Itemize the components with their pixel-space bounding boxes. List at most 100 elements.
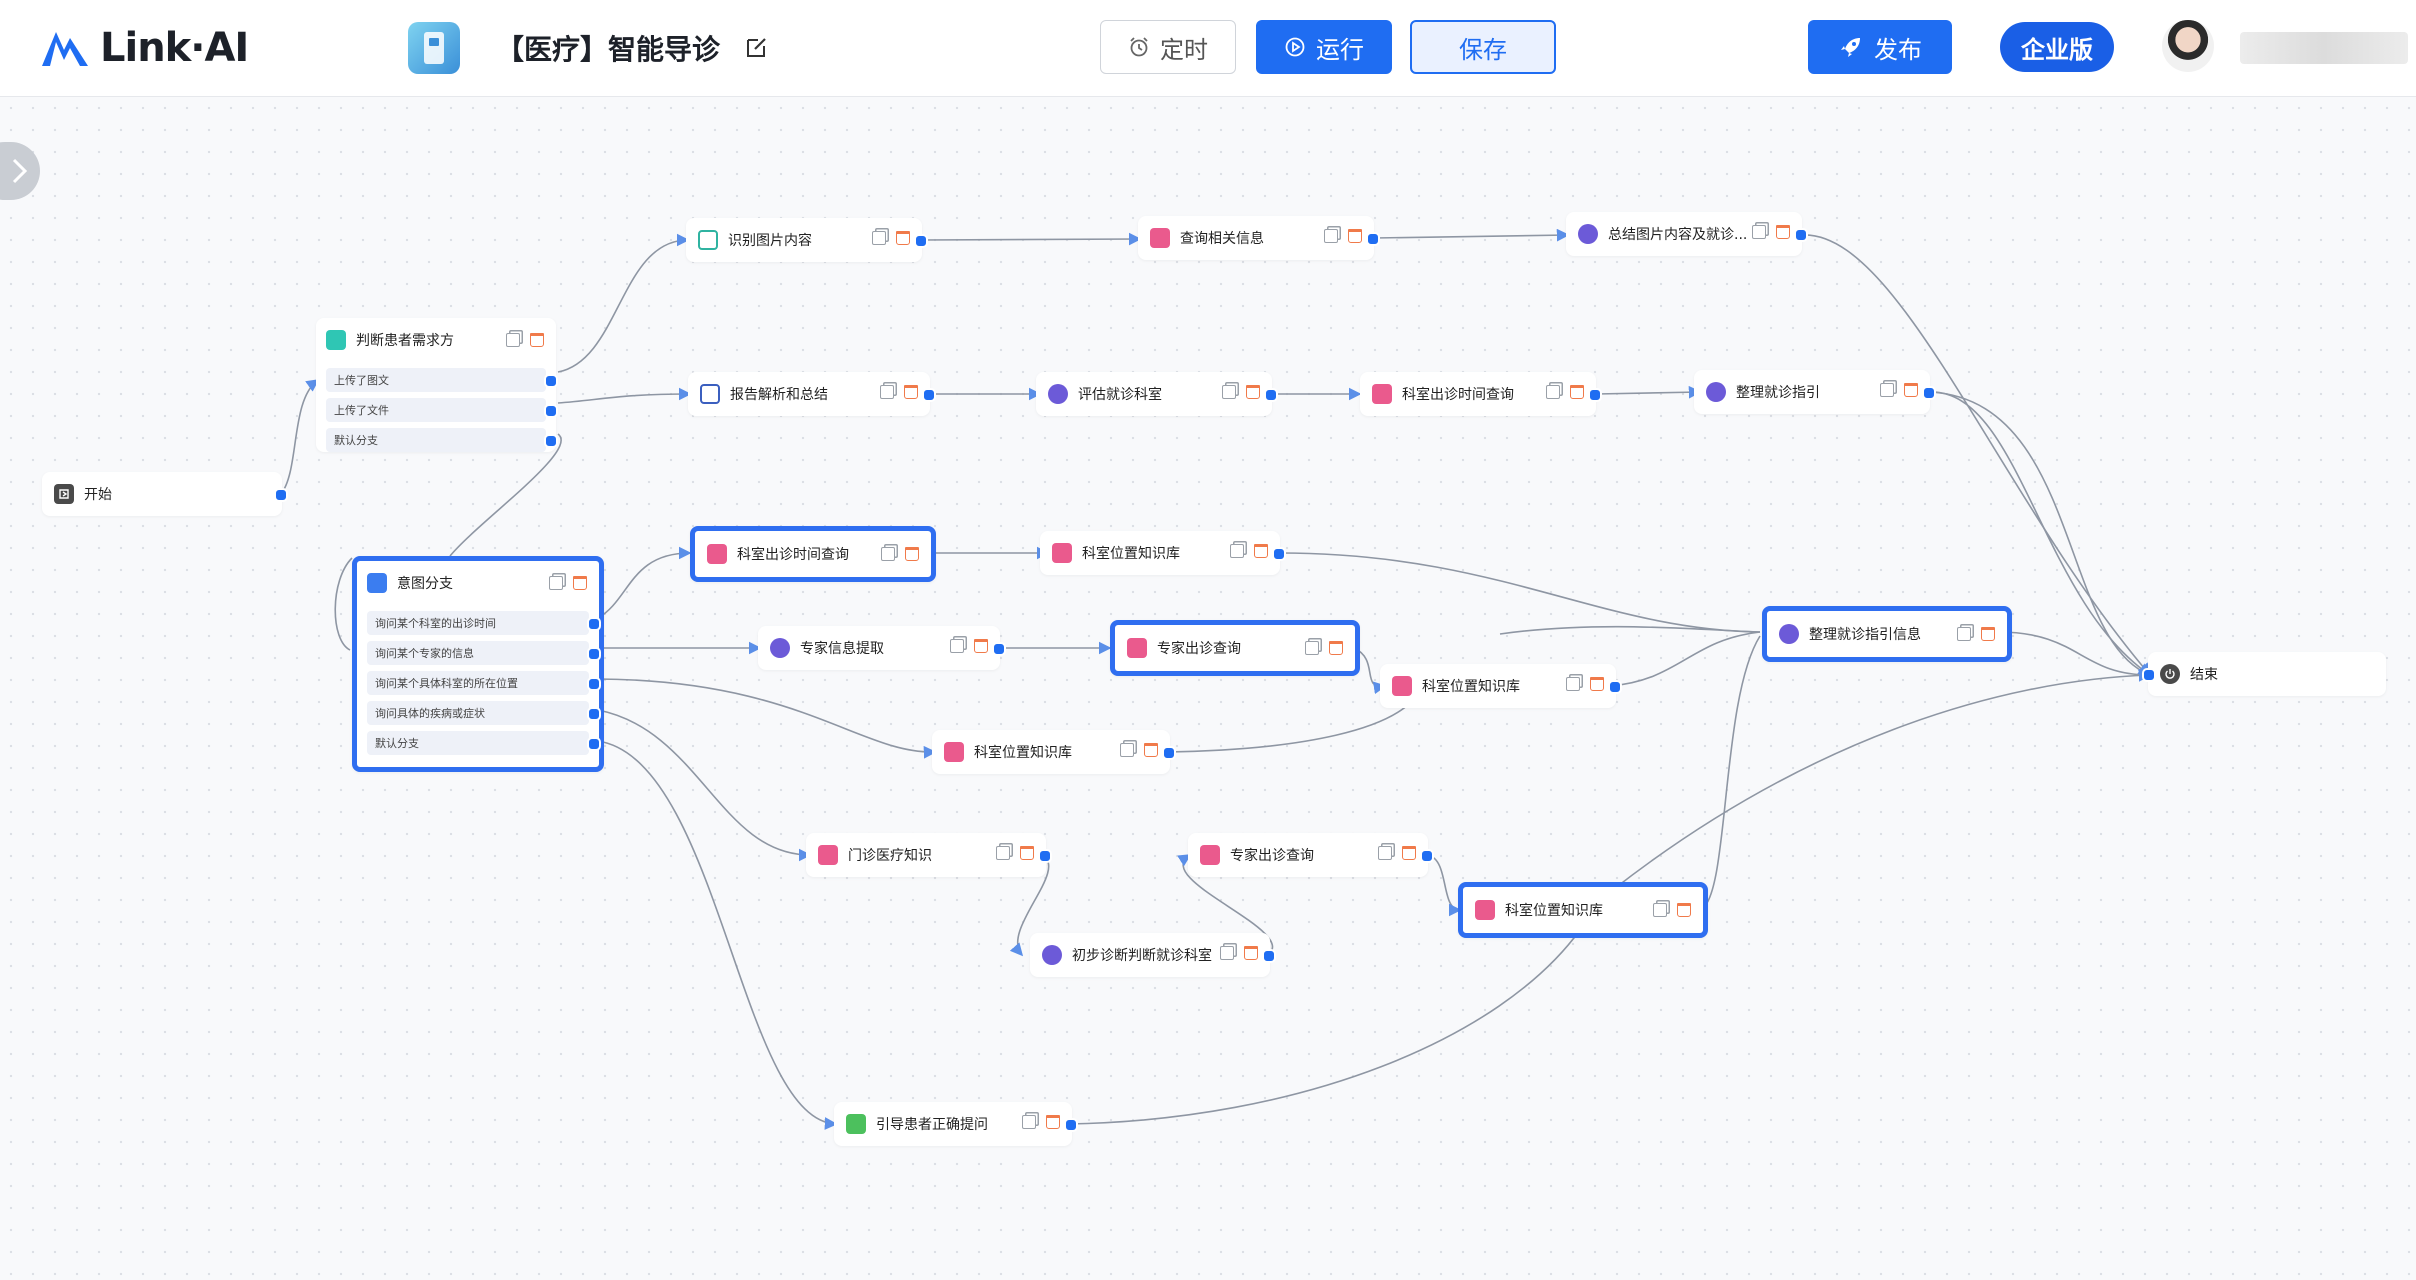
delete-icon[interactable]: [974, 639, 988, 653]
copy-icon[interactable]: [549, 576, 563, 590]
delete-icon[interactable]: [1329, 641, 1343, 655]
save-button[interactable]: 保存: [1410, 20, 1556, 74]
node-identify-image[interactable]: 识别图片内容: [686, 218, 928, 262]
delete-icon[interactable]: [1677, 903, 1691, 917]
delete-icon[interactable]: [905, 547, 919, 561]
delete-icon[interactable]: [573, 576, 587, 590]
output-port[interactable]: [1162, 746, 1176, 760]
output-port[interactable]: [1366, 232, 1380, 246]
delete-icon[interactable]: [1244, 946, 1258, 960]
copy-icon[interactable]: [1220, 946, 1234, 960]
copy-icon[interactable]: [880, 385, 894, 399]
output-port[interactable]: [1064, 1118, 1078, 1132]
node-eval-dept[interactable]: 评估就诊科室: [1036, 372, 1278, 416]
copy-icon[interactable]: [1022, 1115, 1036, 1129]
delete-icon[interactable]: [530, 333, 544, 347]
copy-icon[interactable]: [1230, 544, 1244, 558]
node-start[interactable]: 开始: [42, 472, 288, 516]
copy-icon[interactable]: [1120, 743, 1134, 757]
copy-icon[interactable]: [1378, 846, 1392, 860]
node-dept-time-2[interactable]: 科室出诊时间查询: [690, 526, 936, 582]
delete-icon[interactable]: [1776, 225, 1790, 239]
node-dept-loc-1[interactable]: 科室位置知识库: [1040, 531, 1286, 575]
branch-port[interactable]: [587, 677, 601, 691]
copy-icon[interactable]: [1222, 385, 1236, 399]
brand-logo[interactable]: Link·AI: [40, 22, 249, 74]
copy-icon[interactable]: [950, 639, 964, 653]
run-button[interactable]: 运行: [1256, 20, 1392, 74]
delete-icon[interactable]: [896, 231, 910, 245]
delete-icon[interactable]: [1144, 743, 1158, 757]
branch-port[interactable]: [544, 404, 558, 418]
node-dept-time-1[interactable]: 科室出诊时间查询: [1360, 372, 1602, 416]
branch-port[interactable]: [587, 737, 601, 751]
copy-icon[interactable]: [872, 231, 886, 245]
copy-icon[interactable]: [506, 333, 520, 347]
node-dept-loc-4[interactable]: 科室位置知识库: [1458, 882, 1708, 938]
output-port[interactable]: [1794, 228, 1808, 242]
output-port[interactable]: [1420, 849, 1434, 863]
enterprise-button[interactable]: 企业版: [2000, 22, 2114, 72]
branch-icon: [367, 573, 387, 593]
copy-icon[interactable]: [881, 547, 895, 561]
node-summary-image[interactable]: 总结图片内容及就诊...: [1566, 212, 1808, 256]
delete-icon[interactable]: [1402, 846, 1416, 860]
delete-icon[interactable]: [1570, 385, 1584, 399]
branch-port[interactable]: [544, 434, 558, 448]
node-label: 门诊医疗知识: [848, 848, 932, 864]
delete-icon[interactable]: [1246, 385, 1260, 399]
copy-icon[interactable]: [1566, 677, 1580, 691]
node-expert-info[interactable]: 专家信息提取: [758, 626, 1006, 670]
node-guide-1[interactable]: 整理就诊指引: [1694, 370, 1936, 414]
node-prelim-diag[interactable]: 初步诊断判断就诊科室: [1030, 933, 1276, 977]
delete-icon[interactable]: [904, 385, 918, 399]
output-port[interactable]: [992, 642, 1006, 656]
branch-port[interactable]: [587, 617, 601, 631]
output-port[interactable]: [1272, 547, 1286, 561]
node-query-info[interactable]: 查询相关信息: [1138, 216, 1380, 260]
copy-icon[interactable]: [1653, 903, 1667, 917]
node-outpatient-kb[interactable]: 门诊医疗知识: [806, 833, 1052, 877]
copy-icon[interactable]: [1752, 225, 1766, 239]
copy-icon[interactable]: [1324, 229, 1338, 243]
user-avatar[interactable]: [2162, 20, 2214, 72]
copy-icon[interactable]: [1880, 383, 1894, 397]
timer-button[interactable]: 定时: [1100, 20, 1236, 74]
node-intent-branch[interactable]: 意图分支 询问某个科室的出诊时间 询问某个专家的信息 询问某个具体科室的所在位置…: [352, 556, 604, 772]
copy-icon[interactable]: [996, 846, 1010, 860]
edit-title-icon[interactable]: [744, 34, 770, 64]
node-dept-loc-3[interactable]: 科室位置知识库: [932, 730, 1176, 774]
node-guide-info[interactable]: 整理就诊指引信息: [1762, 606, 2012, 662]
delete-icon[interactable]: [1254, 544, 1268, 558]
node-dept-loc-2[interactable]: 科室位置知识库: [1380, 664, 1622, 708]
delete-icon[interactable]: [1981, 627, 1995, 641]
output-port[interactable]: [1922, 386, 1936, 400]
delete-icon[interactable]: [1348, 229, 1362, 243]
publish-button[interactable]: 发布: [1808, 20, 1952, 74]
node-end[interactable]: 结束: [2142, 652, 2386, 696]
output-port[interactable]: [1264, 388, 1278, 402]
input-port[interactable]: [2142, 668, 2156, 682]
node-expert-query-2[interactable]: 专家出诊查询: [1188, 833, 1434, 877]
delete-icon[interactable]: [1904, 383, 1918, 397]
branch-port[interactable]: [587, 707, 601, 721]
branch-port[interactable]: [544, 374, 558, 388]
delete-icon[interactable]: [1046, 1115, 1060, 1129]
delete-icon[interactable]: [1020, 846, 1034, 860]
node-report-parse[interactable]: 报告解析和总结: [688, 372, 936, 416]
output-port[interactable]: [1262, 949, 1276, 963]
output-port[interactable]: [274, 488, 288, 502]
node-judge-demand[interactable]: 判断患者需求方 上传了图文 上传了文件 默认分支: [316, 318, 558, 452]
output-port[interactable]: [914, 234, 928, 248]
node-expert-query-1[interactable]: 专家出诊查询: [1110, 620, 1360, 676]
output-port[interactable]: [922, 388, 936, 402]
output-port[interactable]: [1038, 849, 1052, 863]
branch-port[interactable]: [587, 647, 601, 661]
copy-icon[interactable]: [1546, 385, 1560, 399]
copy-icon[interactable]: [1957, 627, 1971, 641]
output-port[interactable]: [1608, 680, 1622, 694]
node-guide-question[interactable]: 引导患者正确提问: [834, 1102, 1078, 1146]
delete-icon[interactable]: [1590, 677, 1604, 691]
copy-icon[interactable]: [1305, 641, 1319, 655]
output-port[interactable]: [1588, 388, 1602, 402]
